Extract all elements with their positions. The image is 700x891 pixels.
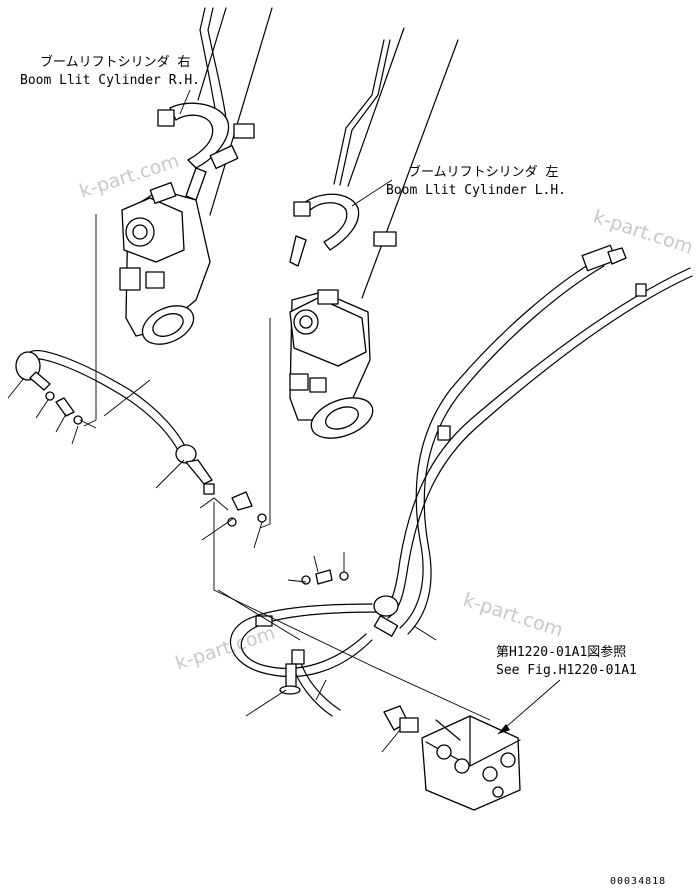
left-pipe-assembly: [15, 350, 267, 527]
watermark-4: k-part.com: [173, 622, 278, 675]
valve-block: [383, 705, 521, 811]
right-cylinder-label-en: Boom Llit Cylinder R.H.: [20, 73, 200, 88]
left-cylinder-leader: [351, 179, 393, 207]
reference-leader: [497, 679, 561, 735]
right-cylinder-leader: [179, 89, 191, 115]
right-cylinder-label-jp: ブームリフトシリンダ 右: [40, 54, 190, 70]
right-cylinder-drawing: [119, 7, 273, 345]
left-cylinder-label-en: Boom Llit Cylinder L.H.: [386, 183, 566, 198]
left-cylinder-label-jp: ブームリフトシリンダ 左: [408, 164, 558, 180]
reference-arrowhead: [498, 724, 510, 734]
left-cylinder-drawing: [289, 27, 459, 439]
main-hoses: [379, 244, 693, 635]
watermark-3: k-part.com: [460, 589, 565, 642]
lower-hose-assembly: [229, 569, 399, 717]
group-lines: [79, 214, 491, 721]
document-number: 00034818: [610, 876, 666, 887]
reference-label-jp: 第H1220-01A1図参照: [496, 644, 626, 660]
callout-lines: [7, 377, 437, 753]
reference-label-en: See Fig.H1220-01A1: [496, 663, 637, 678]
